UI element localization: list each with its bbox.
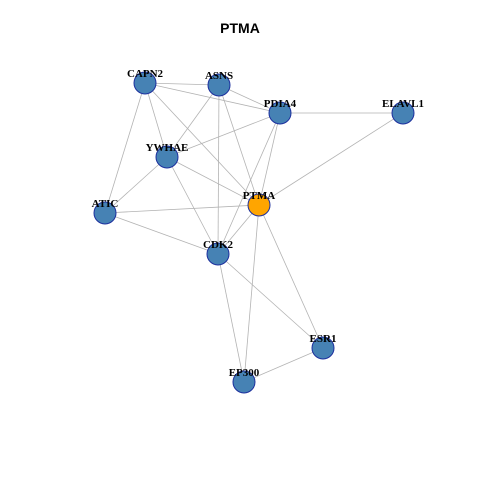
edge-ywhae-atic: [104, 156, 168, 214]
edge-pdia4-ywhae: [166, 112, 281, 158]
edge-asns-cdk2: [217, 84, 220, 255]
edge-capn2-asns: [144, 82, 220, 86]
edge-cdk2-ep300: [217, 253, 245, 383]
edge-ptma-atic: [104, 204, 260, 214]
node-label-capn2: CAPN2: [127, 68, 164, 80]
edge-capn2-atic: [104, 82, 146, 214]
edge-capn2-pdia4: [144, 82, 281, 114]
node-ywhae[interactable]: [155, 145, 179, 169]
node-label-ptma: PTMA: [243, 190, 275, 202]
node-label-ywhae: YWHAE: [146, 142, 189, 154]
edge-ptma-esr1: [258, 204, 324, 349]
node-capn2[interactable]: [133, 71, 157, 95]
edge-asns-ywhae: [166, 84, 220, 158]
edge-ptma-ep300: [243, 204, 260, 383]
node-label-atic: ATIC: [92, 198, 119, 210]
node-atic[interactable]: [93, 201, 117, 225]
edge-capn2-ywhae: [144, 82, 168, 158]
node-esr1[interactable]: [311, 336, 335, 360]
node-label-cdk2: CDK2: [203, 239, 233, 251]
edge-ywhae-cdk2: [166, 156, 219, 255]
node-ep300[interactable]: [232, 370, 256, 394]
edge-esr1-ep300: [243, 347, 324, 383]
graph-title: PTMA: [220, 20, 260, 36]
edge-asns-ptma: [218, 84, 260, 206]
edge-elavl1-ptma: [258, 112, 404, 206]
node-cdk2[interactable]: [206, 242, 230, 266]
edge-capn2-ptma: [144, 82, 260, 206]
node-ptma[interactable]: [247, 193, 271, 217]
node-label-ep300: EP300: [229, 367, 260, 379]
node-label-pdia4: PDIA4: [264, 98, 297, 110]
node-layer: [93, 71, 415, 394]
node-asns[interactable]: [207, 73, 231, 97]
node-label-esr1: ESR1: [310, 333, 337, 345]
edge-ywhae-ptma: [166, 156, 260, 206]
edge-pdia4-cdk2: [217, 112, 281, 255]
edge-cdk2-esr1: [217, 253, 324, 349]
edge-pdia4-ptma: [258, 112, 281, 206]
edge-layer: [104, 82, 404, 383]
node-label-asns: ASNS: [205, 70, 233, 82]
node-label-elavl1: ELAVL1: [382, 98, 424, 110]
edge-atic-cdk2: [104, 212, 219, 255]
node-elavl1[interactable]: [391, 101, 415, 125]
node-pdia4[interactable]: [268, 101, 292, 125]
